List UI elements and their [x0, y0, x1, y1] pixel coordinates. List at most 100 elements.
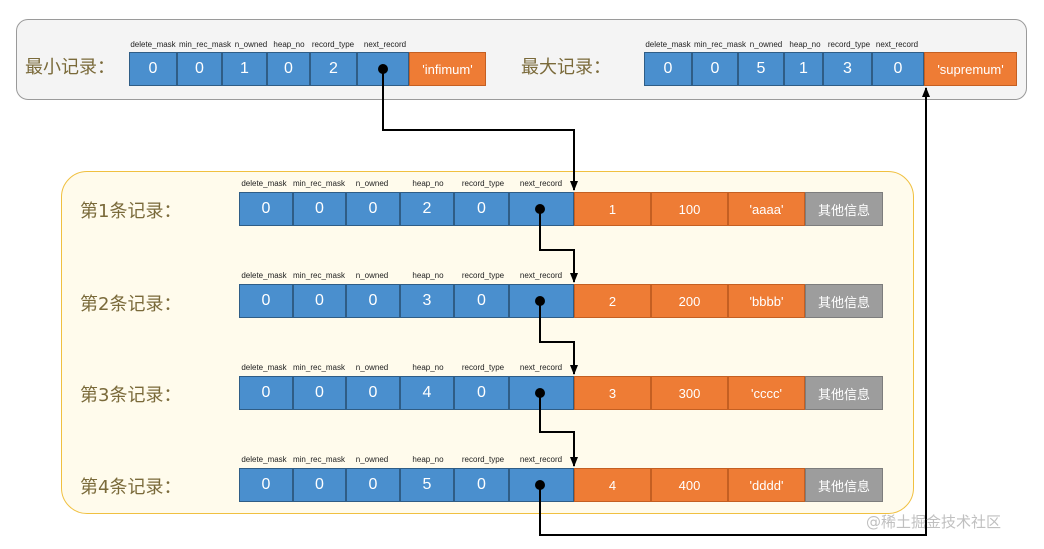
record-3-pointer-dot [535, 388, 545, 398]
infimum-heap-no-cell: 0 [267, 52, 310, 86]
record-3-data-cell-3: 'cccc' [728, 376, 805, 410]
record-2-label: 第2条记录： [80, 294, 182, 315]
user-records-panel [61, 171, 914, 514]
record-1-col-delete-mask: delete_mask [241, 179, 287, 188]
watermark: @稀土掘金技术社区 [866, 513, 1002, 531]
record-1-col-next-record: next_record [519, 179, 563, 188]
record-3-col-min-rec-mask: min_rec_mask [292, 363, 346, 372]
record-2-data-cell-1: 2 [574, 284, 651, 318]
record-4-data-cell-3: 'dddd' [728, 468, 805, 502]
record-4-delete-mask-cell: 0 [239, 468, 293, 502]
record-4-col-heap-no: heap_no [412, 455, 444, 464]
supremum-col-min-rec-mask: min_rec_mask [693, 40, 747, 49]
record-1-min-rec-mask-cell: 0 [293, 192, 346, 226]
supremum-tag-cell: 'supremum' [924, 52, 1017, 86]
record-1-col-min-rec-mask: min_rec_mask [292, 179, 346, 188]
record-1-heap-no-cell: 2 [400, 192, 454, 226]
record-3-col-heap-no: heap_no [412, 363, 444, 372]
record-3-min-rec-mask-cell: 0 [293, 376, 346, 410]
infimum-delete-mask-cell: 0 [129, 52, 177, 86]
record-4-min-rec-mask-cell: 0 [293, 468, 346, 502]
infimum-col-min-rec-mask: min_rec_mask [178, 40, 232, 49]
record-1-data-cell-3: 'aaaa' [728, 192, 805, 226]
record-2-col-next-record: next_record [519, 271, 563, 280]
record-2-heap-no-cell: 3 [400, 284, 454, 318]
record-1-data-cell-1: 1 [574, 192, 651, 226]
record-2-col-min-rec-mask: min_rec_mask [292, 271, 346, 280]
record-2-other-info-cell: 其他信息 [805, 284, 883, 318]
record-1-col-record-type: record_type [461, 179, 505, 188]
record-2-min-rec-mask-cell: 0 [293, 284, 346, 318]
record-4-pointer-dot [535, 480, 545, 490]
record-4-next-record-cell [509, 468, 574, 502]
record-3-col-next-record: next_record [519, 363, 563, 372]
record-3-data-cell-1: 3 [574, 376, 651, 410]
infimum-pointer-dot [378, 64, 388, 74]
record-4-data-cell-1: 4 [574, 468, 651, 502]
record-4-col-record-type: record_type [461, 455, 505, 464]
record-2-col-n-owned: n_owned [355, 271, 389, 280]
record-2-col-delete-mask: delete_mask [241, 271, 287, 280]
record-2-data-cell-3: 'bbbb' [728, 284, 805, 318]
supremum-record-type-cell: 3 [823, 52, 872, 86]
supremum-next-record-cell: 0 [872, 52, 924, 86]
record-2-record-type-cell: 0 [454, 284, 509, 318]
record-4-heap-no-cell: 5 [400, 468, 454, 502]
record-4-n-owned-cell: 0 [346, 468, 400, 502]
record-2-next-record-cell [509, 284, 574, 318]
record-3-col-record-type: record_type [461, 363, 505, 372]
record-3-col-delete-mask: delete_mask [241, 363, 287, 372]
record-2-delete-mask-cell: 0 [239, 284, 293, 318]
record-3-n-owned-cell: 0 [346, 376, 400, 410]
infimum-record-type-cell: 2 [310, 52, 357, 86]
record-4-label: 第4条记录： [80, 477, 182, 498]
record-4-other-info-cell: 其他信息 [805, 468, 883, 502]
supremum-col-heap-no: heap_no [789, 40, 821, 49]
supremum-label: 最大记录： [521, 57, 611, 78]
record-2-data-cell-2: 200 [651, 284, 728, 318]
infimum-col-record-type: record_type [311, 40, 355, 49]
record-3-label: 第3条记录： [80, 385, 182, 406]
infimum-col-heap-no: heap_no [273, 40, 305, 49]
infimum-label: 最小记录： [25, 57, 115, 78]
infimum-tag-cell: 'infimum' [409, 52, 486, 86]
supremum-delete-mask-cell: 0 [644, 52, 692, 86]
pointer-record-2-to-record-3 [539, 301, 578, 375]
infimum-n-owned-cell: 1 [222, 52, 267, 86]
record-1-record-type-cell: 0 [454, 192, 509, 226]
record-1-data-cell-2: 100 [651, 192, 728, 226]
record-3-delete-mask-cell: 0 [239, 376, 293, 410]
record-3-data-cell-2: 300 [651, 376, 728, 410]
supremum-col-record-type: record_type [827, 40, 871, 49]
record-2-n-owned-cell: 0 [346, 284, 400, 318]
record-1-col-heap-no: heap_no [412, 179, 444, 188]
infimum-col-delete-mask: delete_mask [130, 40, 176, 49]
pointer-record-1-to-record-2 [539, 209, 578, 283]
pointer-record-4-to-supremum [539, 87, 930, 536]
record-4-data-cell-2: 400 [651, 468, 728, 502]
record-2-col-heap-no: heap_no [412, 271, 444, 280]
record-3-other-info-cell: 其他信息 [805, 376, 883, 410]
record-3-record-type-cell: 0 [454, 376, 509, 410]
pointer-record-3-to-record-4 [539, 393, 578, 467]
record-1-pointer-dot [535, 204, 545, 214]
record-4-col-n-owned: n_owned [355, 455, 389, 464]
record-1-n-owned-cell: 0 [346, 192, 400, 226]
record-4-record-type-cell: 0 [454, 468, 509, 502]
supremum-n-owned-cell: 5 [738, 52, 784, 86]
record-1-other-info-cell: 其他信息 [805, 192, 883, 226]
supremum-col-n-owned: n_owned [749, 40, 783, 49]
record-1-label: 第1条记录： [80, 201, 182, 222]
infimum-col-next-record: next_record [363, 40, 407, 49]
record-2-pointer-dot [535, 296, 545, 306]
infimum-min-rec-mask-cell: 0 [177, 52, 222, 86]
record-3-col-n-owned: n_owned [355, 363, 389, 372]
supremum-min-rec-mask-cell: 0 [692, 52, 738, 86]
infimum-col-n-owned: n_owned [234, 40, 268, 49]
record-2-col-record-type: record_type [461, 271, 505, 280]
record-4-col-next-record: next_record [519, 455, 563, 464]
record-4-col-min-rec-mask: min_rec_mask [292, 455, 346, 464]
supremum-col-delete-mask: delete_mask [645, 40, 691, 49]
record-1-delete-mask-cell: 0 [239, 192, 293, 226]
